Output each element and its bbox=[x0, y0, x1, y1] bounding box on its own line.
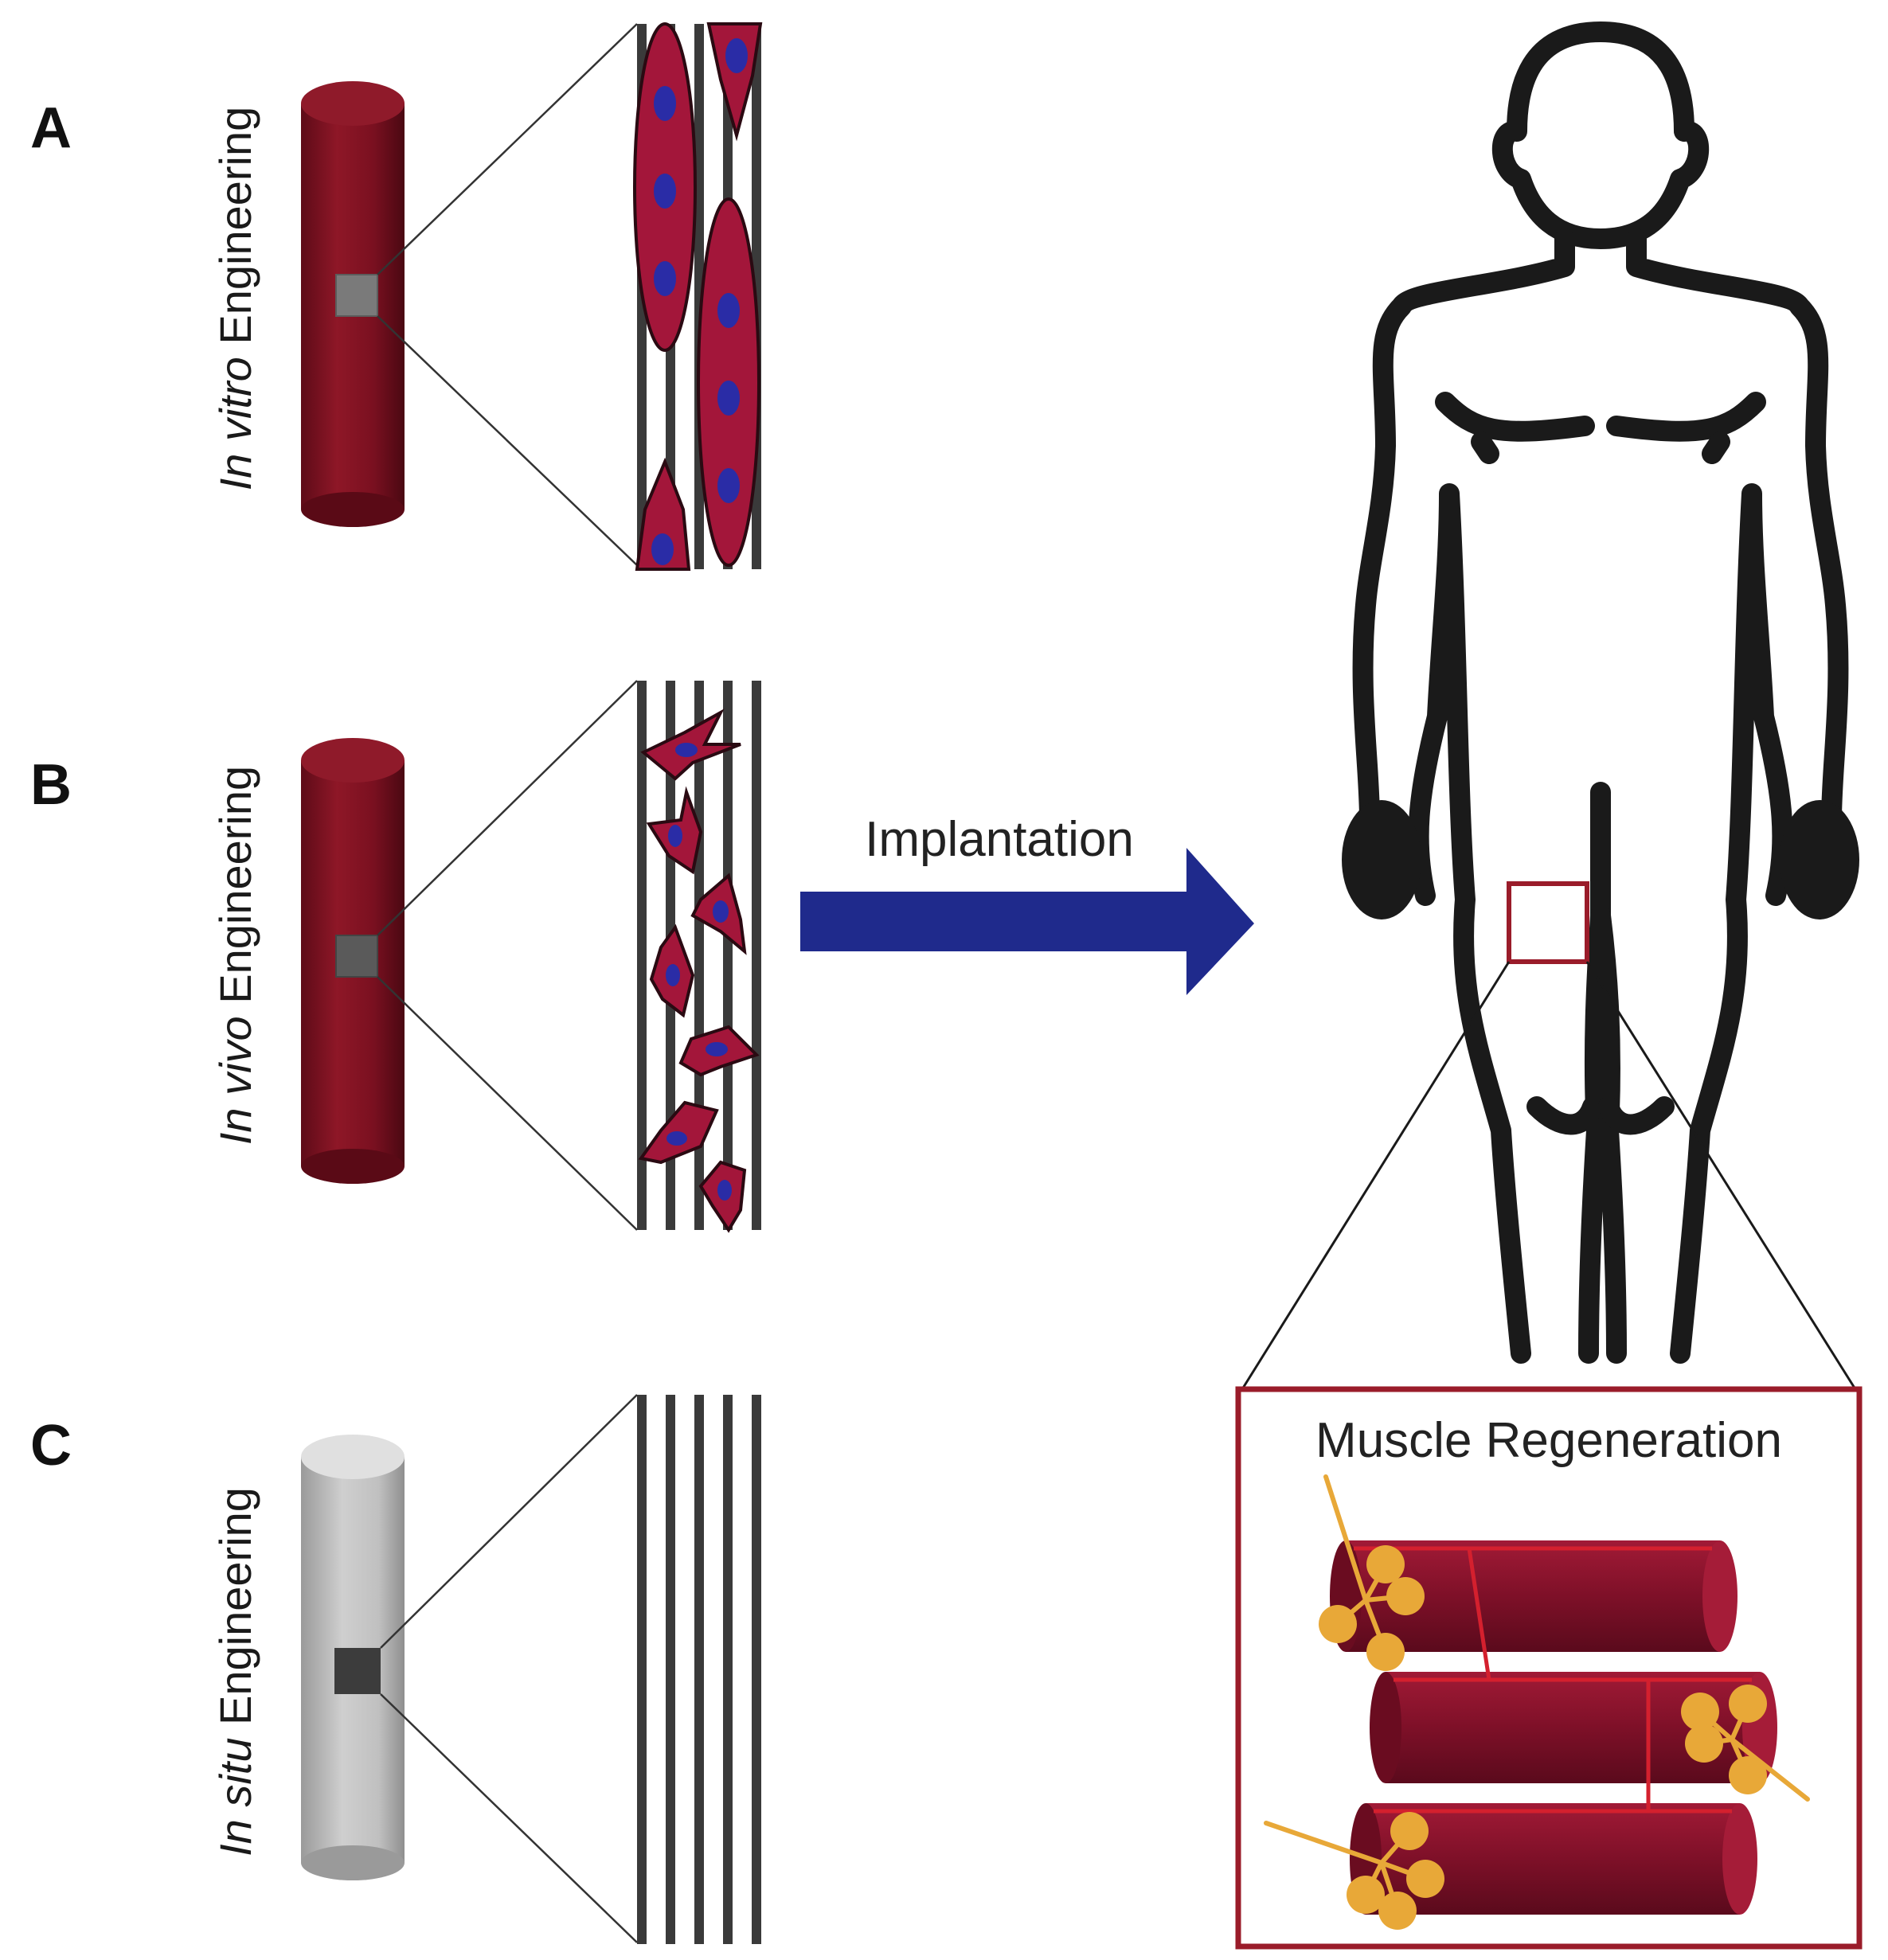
label-italic-in-vivo: In vivo bbox=[210, 1016, 260, 1145]
cylinder-c bbox=[301, 1435, 405, 1880]
nuclei-b bbox=[666, 743, 732, 1201]
panel-letter-a: A bbox=[30, 96, 72, 160]
implantation-arrow bbox=[800, 848, 1254, 995]
scaffold-fibers-c bbox=[637, 1395, 761, 1944]
nuclei-a bbox=[651, 38, 748, 565]
panel-a bbox=[301, 22, 763, 571]
panel-c bbox=[301, 1394, 761, 1944]
capillaries bbox=[1354, 1546, 1752, 1814]
muscle-regeneration-inset: Muscle Regeneration bbox=[1235, 1386, 1863, 1950]
side-label-in-vivo: In vivo Engineering bbox=[210, 766, 260, 1145]
label-rest-in-situ: Engineering bbox=[210, 1487, 260, 1737]
sample-square-a bbox=[335, 274, 378, 317]
cylinder-a bbox=[301, 81, 405, 527]
random-cells-b bbox=[638, 709, 760, 1233]
sample-square-c bbox=[334, 1648, 381, 1694]
label-italic-in-vitro: In vitro bbox=[210, 357, 260, 490]
zoom-line-a-top bbox=[377, 23, 638, 275]
side-label-in-vitro: In vitro Engineering bbox=[210, 107, 260, 491]
inset-title: Muscle Regeneration bbox=[1315, 1413, 1782, 1468]
nerve-endings bbox=[1264, 1474, 1810, 1930]
left-hand bbox=[1342, 800, 1421, 919]
panel-letter-c: C bbox=[30, 1414, 72, 1478]
sample-square-b bbox=[335, 935, 378, 978]
label-rest-in-vivo: Engineering bbox=[210, 766, 260, 1016]
zoom-line-b-bottom bbox=[377, 976, 638, 1231]
zoom-line-body-left bbox=[1241, 961, 1511, 1390]
zoom-line-body-right bbox=[1585, 961, 1857, 1390]
label-rest-in-vitro: Engineering bbox=[210, 107, 260, 357]
zoom-line-a-bottom bbox=[377, 315, 638, 566]
human-body-outline bbox=[1345, 21, 1856, 1364]
arrow-label: Implantation bbox=[865, 812, 1134, 867]
zoom-line-b-top bbox=[377, 680, 638, 936]
panel-letter-b: B bbox=[30, 753, 72, 817]
panel-b bbox=[301, 680, 761, 1233]
hands bbox=[1342, 800, 1859, 919]
side-label-in-situ: In situ Engineering bbox=[210, 1487, 260, 1857]
right-hand bbox=[1780, 800, 1859, 919]
scaffold-fibers-b bbox=[637, 681, 761, 1230]
zoom-line-c-top bbox=[380, 1394, 638, 1649]
cylinder-b bbox=[301, 738, 405, 1184]
zoom-line-c-bottom bbox=[380, 1693, 638, 1943]
muscle-fiber-3 bbox=[1350, 1803, 1757, 1915]
implant-target-box bbox=[1507, 881, 1589, 964]
label-italic-in-situ: In situ bbox=[210, 1738, 260, 1857]
